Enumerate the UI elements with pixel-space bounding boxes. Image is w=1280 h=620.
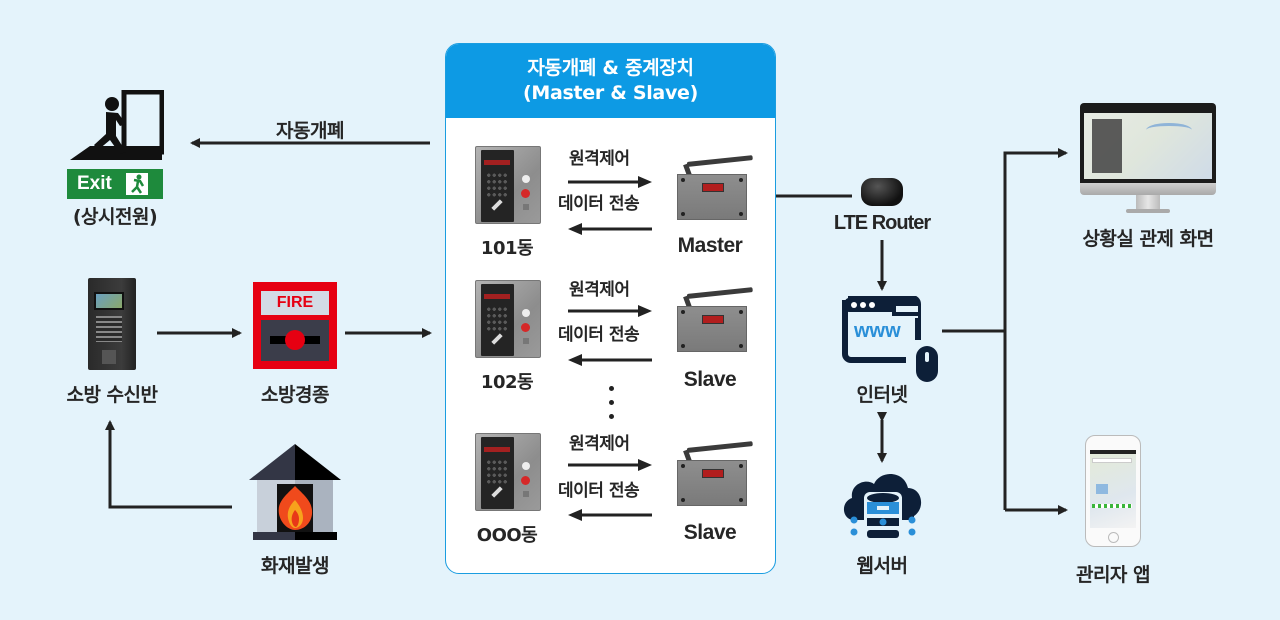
intercom-panel-icon bbox=[475, 146, 541, 224]
building-label: OOO동 bbox=[476, 525, 538, 546]
building-label: 101동 bbox=[480, 238, 534, 259]
slave-repeater-icon bbox=[677, 287, 753, 352]
internet-browser-icon: www bbox=[842, 295, 938, 386]
building-label: 102동 bbox=[480, 372, 534, 393]
remote-control-label: 원격제어 bbox=[569, 434, 630, 454]
arrow-to-control-room bbox=[1003, 148, 1068, 510]
admin-app-phone-icon bbox=[1085, 435, 1141, 547]
house-fire-icon bbox=[249, 444, 341, 540]
arrow-right-icon bbox=[568, 456, 652, 471]
data-transfer-label: 데이터 전송 bbox=[558, 481, 640, 501]
control-room-monitor-icon bbox=[1080, 103, 1216, 217]
auto-open-label: 자동개폐 bbox=[276, 120, 344, 142]
control-room-label: 상황실 관제 화면 bbox=[1082, 228, 1214, 250]
exit-label: (상시전원) bbox=[72, 206, 158, 228]
fire-alarm-icon: FIRE bbox=[253, 282, 337, 369]
exit-door-icon bbox=[68, 89, 165, 162]
remote-control-label: 원격제어 bbox=[569, 149, 630, 169]
intercom-panel-icon bbox=[475, 433, 541, 511]
intercom-panel-icon bbox=[475, 280, 541, 358]
arrow-left-icon bbox=[568, 351, 652, 366]
internet-label: 인터넷 bbox=[856, 384, 908, 406]
arrow-left-icon bbox=[568, 506, 652, 521]
router-label: LTE Router bbox=[833, 212, 931, 234]
exit-sign-text: Exit bbox=[77, 173, 112, 194]
webserver-label: 웹서버 bbox=[856, 555, 908, 577]
slave-repeater-icon bbox=[677, 441, 753, 506]
arrow-right-icon bbox=[568, 302, 652, 317]
data-transfer-label: 데이터 전송 bbox=[558, 325, 640, 345]
exit-sign: Exit bbox=[67, 169, 163, 199]
fire-event-label: 화재발생 bbox=[261, 555, 329, 577]
arrow-right-icon bbox=[568, 173, 652, 188]
device-label: Slave bbox=[683, 521, 737, 544]
remote-control-label: 원격제어 bbox=[569, 280, 630, 300]
fire-alarm-label: 소방경종 bbox=[261, 384, 329, 406]
hub-title-line2: (Master & Slave) bbox=[522, 82, 699, 104]
arrow-fire-to-panel bbox=[105, 420, 232, 509]
data-transfer-label: 데이터 전송 bbox=[558, 194, 640, 214]
fire-alarm-sign-text: FIRE bbox=[276, 294, 314, 311]
lte-router-icon bbox=[861, 178, 903, 206]
hub-header: 자동개폐 & 중계장치 (Master & Slave) bbox=[446, 44, 775, 118]
master-repeater-icon bbox=[677, 155, 753, 220]
running-man-icon bbox=[125, 173, 148, 195]
more-devices-ellipsis bbox=[606, 384, 616, 426]
admin-app-label: 관리자 앱 bbox=[1075, 564, 1151, 586]
fire-panel-label: 소방 수신반 bbox=[66, 384, 158, 406]
device-label: Master bbox=[677, 234, 743, 257]
fire-receiver-panel-icon bbox=[88, 278, 136, 370]
web-server-cloud-icon bbox=[840, 468, 926, 546]
hub-title-line1: 자동개폐 & 중계장치 bbox=[527, 57, 694, 79]
www-text: www bbox=[854, 320, 901, 342]
arrow-left-icon bbox=[568, 220, 652, 235]
device-label: Slave bbox=[683, 368, 737, 391]
